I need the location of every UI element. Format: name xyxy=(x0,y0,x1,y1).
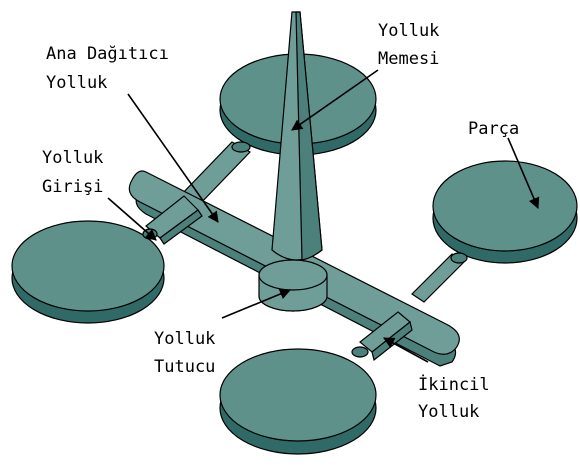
leader-sprue-nozzle xyxy=(291,69,379,131)
label-secondary-runner: İkincil Yolluk xyxy=(418,374,500,422)
part-left xyxy=(11,220,165,324)
leader-sprue-holder xyxy=(221,288,292,319)
sprue-holder xyxy=(258,259,328,312)
sprue-cone xyxy=(271,11,323,261)
label-main-runner: Ana Dağıtıcı Yolluk xyxy=(46,44,179,93)
label-gate: Yolluk Girişi xyxy=(42,148,114,197)
leader-main-runner xyxy=(127,93,219,223)
leader-secondary-runner xyxy=(383,337,429,363)
label-sprue-holder: Yolluk Tutucu xyxy=(154,329,226,377)
leader-gate xyxy=(107,197,157,241)
leader-part xyxy=(507,137,540,210)
label-sprue-nozzle: Yolluk Memesi xyxy=(378,21,450,69)
part-bottom xyxy=(219,348,377,455)
secondary-runner-right xyxy=(411,252,468,303)
label-part: Parça xyxy=(468,119,519,139)
secondary-runner-upper-left xyxy=(179,141,251,207)
part-right xyxy=(432,160,578,264)
